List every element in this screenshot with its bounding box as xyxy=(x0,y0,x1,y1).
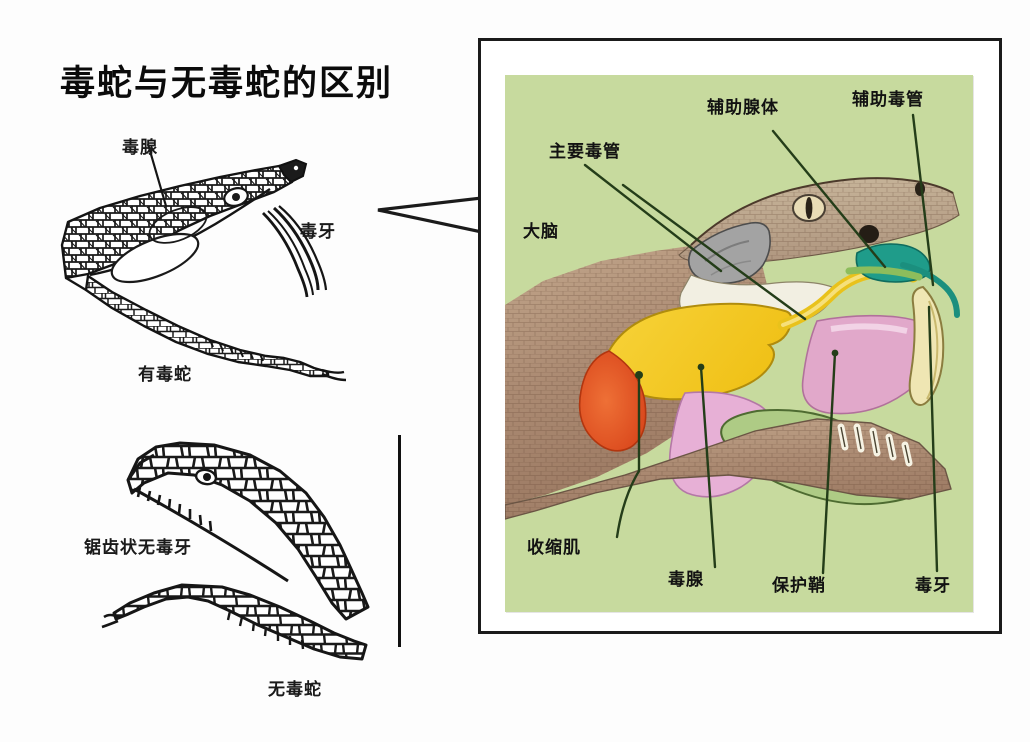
label-venom-fang-left: 毒牙 xyxy=(300,222,336,242)
panel-label-protective-sheath: 保护鞘 xyxy=(772,576,826,596)
caption-nonvenomous-snake: 无毒蛇 xyxy=(268,680,322,700)
panel-label-accessory-venom-duct: 辅助毒管 xyxy=(852,90,924,110)
anatomy-panel: 大脑 主要毒管 辅助腺体 辅助毒管 收缩肌 毒腺 保护鞘 毒牙 xyxy=(505,75,973,612)
venom-gland-leader xyxy=(146,143,168,207)
panel-label-accessory-gland: 辅助腺体 xyxy=(707,98,779,118)
panel-label-contractor-muscle: 收缩肌 xyxy=(527,538,581,558)
page-title: 毒蛇与无毒蛇的区别 xyxy=(60,64,394,104)
panel-label-venom-fang: 毒牙 xyxy=(915,576,951,596)
label-serrated-teeth: 锯齿状无毒牙 xyxy=(84,538,192,558)
nonvenomous-snake-drawing xyxy=(101,441,370,661)
venomous-snake-drawing xyxy=(60,158,347,382)
panel-label-main-venom-duct: 主要毒管 xyxy=(549,142,621,162)
vertical-divider xyxy=(398,435,401,647)
label-venom-gland-left: 毒腺 xyxy=(122,138,158,158)
panel-label-brain: 大脑 xyxy=(523,222,559,242)
panel-label-venom-gland: 毒腺 xyxy=(668,570,704,590)
magnify-connector-arrow xyxy=(377,142,484,288)
caption-venomous-snake: 有毒蛇 xyxy=(138,365,192,385)
